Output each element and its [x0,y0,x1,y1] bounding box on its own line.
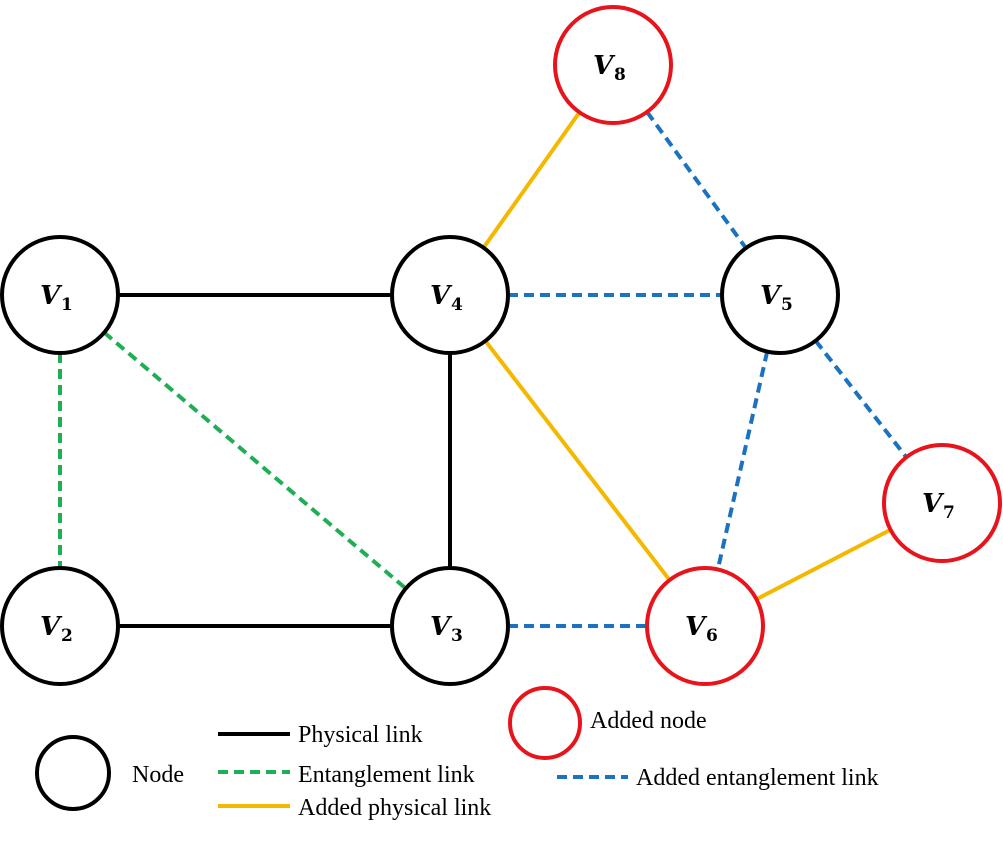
edge-added-entanglement-v5-v7 [814,339,908,459]
node-label-v2: V [40,612,63,642]
node-index-v7: 7 [943,503,955,523]
legend-added-entanglement-link-label: Added entanglement link [636,765,879,791]
node-label-v5: V [760,281,783,311]
legend-added-node-symbol [508,686,582,760]
legend-added-physical-link-label: Added physical link [298,795,491,821]
node-circle-v3 [390,566,510,686]
edge-added-physical-v4-v6 [483,339,672,582]
edge-added-entanglement-v8-v5 [645,110,748,250]
node-label-v4: V [430,281,453,311]
legend-entanglement-link-label: Entanglement link [298,762,475,788]
edge-added-entanglement-v5-v6 [715,351,770,570]
node-index-v3: 3 [451,626,463,646]
legend-node-label: Node [132,762,184,788]
edge-added-physical-v4-v8 [481,111,582,249]
node-index-v4: 4 [451,295,463,315]
node-index-v1: 1 [61,295,73,315]
edge-added-physical-v6-v7 [755,527,892,602]
node-circle-v4 [390,235,510,355]
node-index-v2: 2 [61,626,73,646]
legend-physical-link-label: Physical link [298,722,423,748]
node-index-v6: 6 [706,626,718,646]
node-label-v7: V [922,489,945,519]
node-circle-v6 [645,566,765,686]
node-label-v8: V [593,51,616,81]
node-circle-v2 [0,566,120,686]
node-circle-v7 [882,443,1002,563]
node-circle-v1 [0,235,120,355]
node-circle-v8 [553,5,673,125]
node-label-v3: V [430,612,453,642]
legend: Node Physical link Entanglement link Add… [35,686,879,821]
node-index-v5: 5 [781,295,793,315]
node-circle-v5 [720,235,840,355]
node-label-v1: V [40,281,63,311]
legend-node-symbol [35,735,111,811]
edges-layer [58,110,908,628]
legend-added-node-label: Added node [590,708,707,734]
node-index-v8: 8 [614,65,626,85]
node-label-v6: V [685,612,708,642]
edge-entanglement-v1-v3 [102,331,408,590]
